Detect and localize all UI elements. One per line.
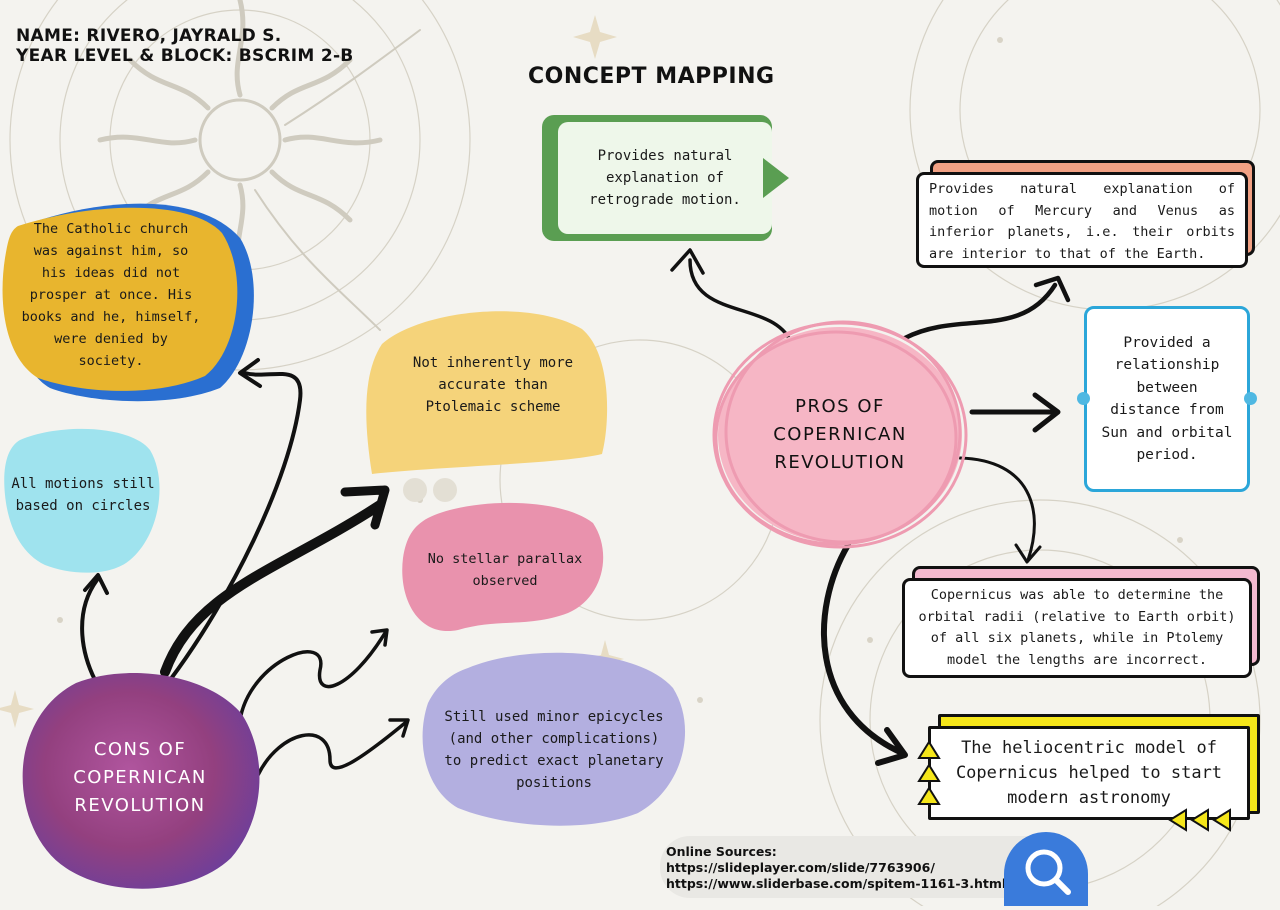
pros-mercury-venus-box: Provides natural explanation of motion o… [916,172,1248,268]
star-decoration-3 [0,690,34,728]
pros-orbital-radii-box: Copernicus was able to determine the orb… [902,578,1252,678]
cons-center-label: CONS OF COPERNICAN REVOLUTION [73,739,207,816]
arrow-pros-to-heliocentric [821,542,903,755]
epicycles-blob [422,652,686,826]
cons-circle [22,673,260,889]
arrow-cons-to-parallax [238,631,387,722]
cons-epicycles-text: Still used minor epicycles (and other co… [444,709,664,791]
arrow-cons-to-epicycles [256,721,407,777]
star-decoration [573,15,617,59]
pros-circle [712,320,968,549]
blue-dot-right [1244,392,1257,405]
source-link-1[interactable]: https://slideplayer.com/slide/7763906/ [666,860,935,875]
parallax-blob [402,502,604,632]
arrow-pros-to-radii [958,456,1036,562]
search-icon [1025,849,1071,895]
yellow-triangle-markers-bottom [1168,808,1231,832]
page-title: CONCEPT MAPPING [528,64,775,89]
yellow-triangle-markers-left [917,740,941,805]
year-level-block: YEAR LEVEL & BLOCK: BSCRIM 2-B [16,46,354,66]
arrow-cons-to-ptolemaic [160,500,385,677]
pros-relationship-box: Provided a relationship between distance… [1084,306,1250,492]
source-link-2[interactable]: https://www.sliderbase.com/spitem-1161-3… [666,876,1007,891]
cons-church-text: The Catholic church was against him, so … [21,221,201,369]
green-tab-marker [763,158,789,198]
sources-pill [660,836,1060,898]
pros-retrograde-box: Provides natural explanation of retrogra… [558,122,772,234]
search-button[interactable] [1004,832,1088,906]
cons-parallax-text: No stellar parallax observed [427,551,583,589]
sources-label: Online Sources: [666,844,777,859]
student-name: NAME: RIVERO, JAYRALD S. [16,26,282,46]
blue-dot-left [1077,392,1090,405]
church-blob [2,203,254,402]
pros-heliocentric-box: The heliocentric model of Copernicus hel… [928,726,1250,820]
pros-center-label: PROS OF COPERNICAN REVOLUTION [773,396,907,473]
cons-circles-text: All motions still based on circles [11,476,155,514]
cons-ptolemaic-text: Not inherently more accurate than Ptolem… [412,355,574,415]
arrow-pros-to-retrograde [688,258,792,342]
ptolemaic-blob [366,311,608,474]
arrow-cons-to-church [168,371,303,682]
circles-blob [4,428,160,573]
arrow-cons-to-circles [80,578,99,682]
arrow-pros-to-mercury [902,282,1058,341]
